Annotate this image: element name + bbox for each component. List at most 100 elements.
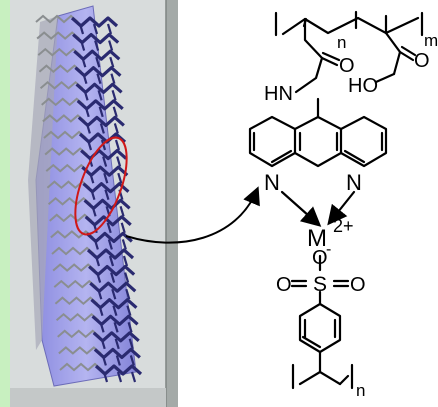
render-right-frame [166,0,178,407]
chain-pendant [110,272,116,283]
chain-strand-grey [38,64,83,74]
chain-pendant [119,205,125,217]
polystyrene-backbone [291,363,354,390]
chain-pendant [90,189,96,201]
chain-pendant [114,139,121,151]
chain-strand-grey [45,163,89,173]
chain-pendant [96,73,102,85]
chain-pendant [99,123,105,134]
chain-pendant [116,371,123,383]
chain-pendant [110,73,116,85]
label-acid-oxygen: O [414,50,430,72]
chain-pendant [98,106,104,118]
chain-pendant [98,305,104,317]
label-acid-hydroxyl: HO [348,75,378,97]
chain-pendant [99,321,105,333]
chain-pendant [125,288,131,300]
chain-pendant [86,139,93,151]
chain-pendant [82,73,88,85]
label-n-bottom: n [356,381,365,400]
chain-pendant [89,172,95,184]
chain-pendant [103,172,109,184]
chain-pendant [102,156,108,167]
chain-strand-grey [49,213,93,223]
label-amide-oxygen: O [339,55,355,77]
chain-pendant [122,255,129,267]
label-n-top: n [337,33,346,52]
chain-pendant [124,272,130,283]
chain-strand-grey [51,246,95,256]
chain-strand-grey [55,312,100,322]
chain-pendant [129,355,135,366]
label-m: m [424,31,438,50]
render-left-edge [0,0,10,407]
connection-arrow [125,186,260,244]
chain-pendant [115,355,121,366]
chain-pendant [120,222,126,234]
chain-strand-grey [36,31,80,40]
chain-pendant [96,272,102,283]
label-sulfur: S [313,273,327,296]
chain-pendant [104,189,110,201]
chemical-structure [248,10,424,390]
chain-strand-grey [52,263,96,272]
chain-pendant [97,288,103,300]
label-amine: HN [264,83,293,105]
chain-pendant [97,89,103,101]
chain-strand-grey [54,296,99,306]
chain-strand-grey [44,147,88,156]
amide-group [294,17,341,94]
chain-pendant [85,123,91,134]
chain-strand-grey [46,180,91,190]
chain-pendant [108,255,115,267]
coordination-bond-right [327,190,356,226]
chain-pendant [111,288,117,300]
sulfonate-group [290,254,350,306]
chain-pendant [127,321,133,333]
chain-pendant [121,239,127,250]
highlight-ellipse [74,136,128,236]
phenanthroline-ring [248,97,388,168]
chain-pendant [94,255,101,267]
chain-pendant [113,123,119,134]
label-nitrogen-left: N [264,170,280,195]
chain-pendant [93,239,99,250]
chain-strand-grey [35,14,79,24]
label-metal-charge: 2+ [333,216,354,236]
chain-pendant [111,89,117,101]
chain-pendant [80,40,86,51]
chain-pendant [78,23,85,35]
label-sulfonyl-oxygen-right: O [350,274,366,296]
chain-strand-grey [37,47,81,57]
assembly-rendering [0,0,178,407]
chain-strand-grey [58,346,102,355]
label-sulfonate-oxygen: O [312,247,328,269]
label-sulfonyl-oxygen-left: O [276,274,292,296]
chain-pendant [81,56,87,68]
chain-pendant [116,156,122,167]
chain-pendant [106,222,112,234]
copolymer-backbone [274,10,424,37]
chain-pendant [107,239,113,250]
chain-pendant [102,371,109,383]
chain-pendant [100,338,106,350]
chain-pendant [108,40,114,51]
label-sulfonate-charge: - [326,241,331,258]
chain-pendant [130,371,137,383]
label-nitrogen-right: N [346,170,362,195]
chain-strand-grey [50,230,94,239]
chain-pendant [114,338,120,350]
chain-pendant [95,56,101,68]
chain-pendant [101,355,107,366]
chain-pendant [83,89,89,101]
stacked-chains [35,14,143,383]
chain-strand-grey [41,97,85,107]
label-metal: M [307,225,327,252]
chain-strand-grey [59,362,103,372]
render-bottom-frame [10,388,166,407]
chain-pendant [94,40,100,51]
chain-pendant [112,106,118,118]
chain-strand-grey [53,279,97,289]
chain-pendant [112,305,118,317]
